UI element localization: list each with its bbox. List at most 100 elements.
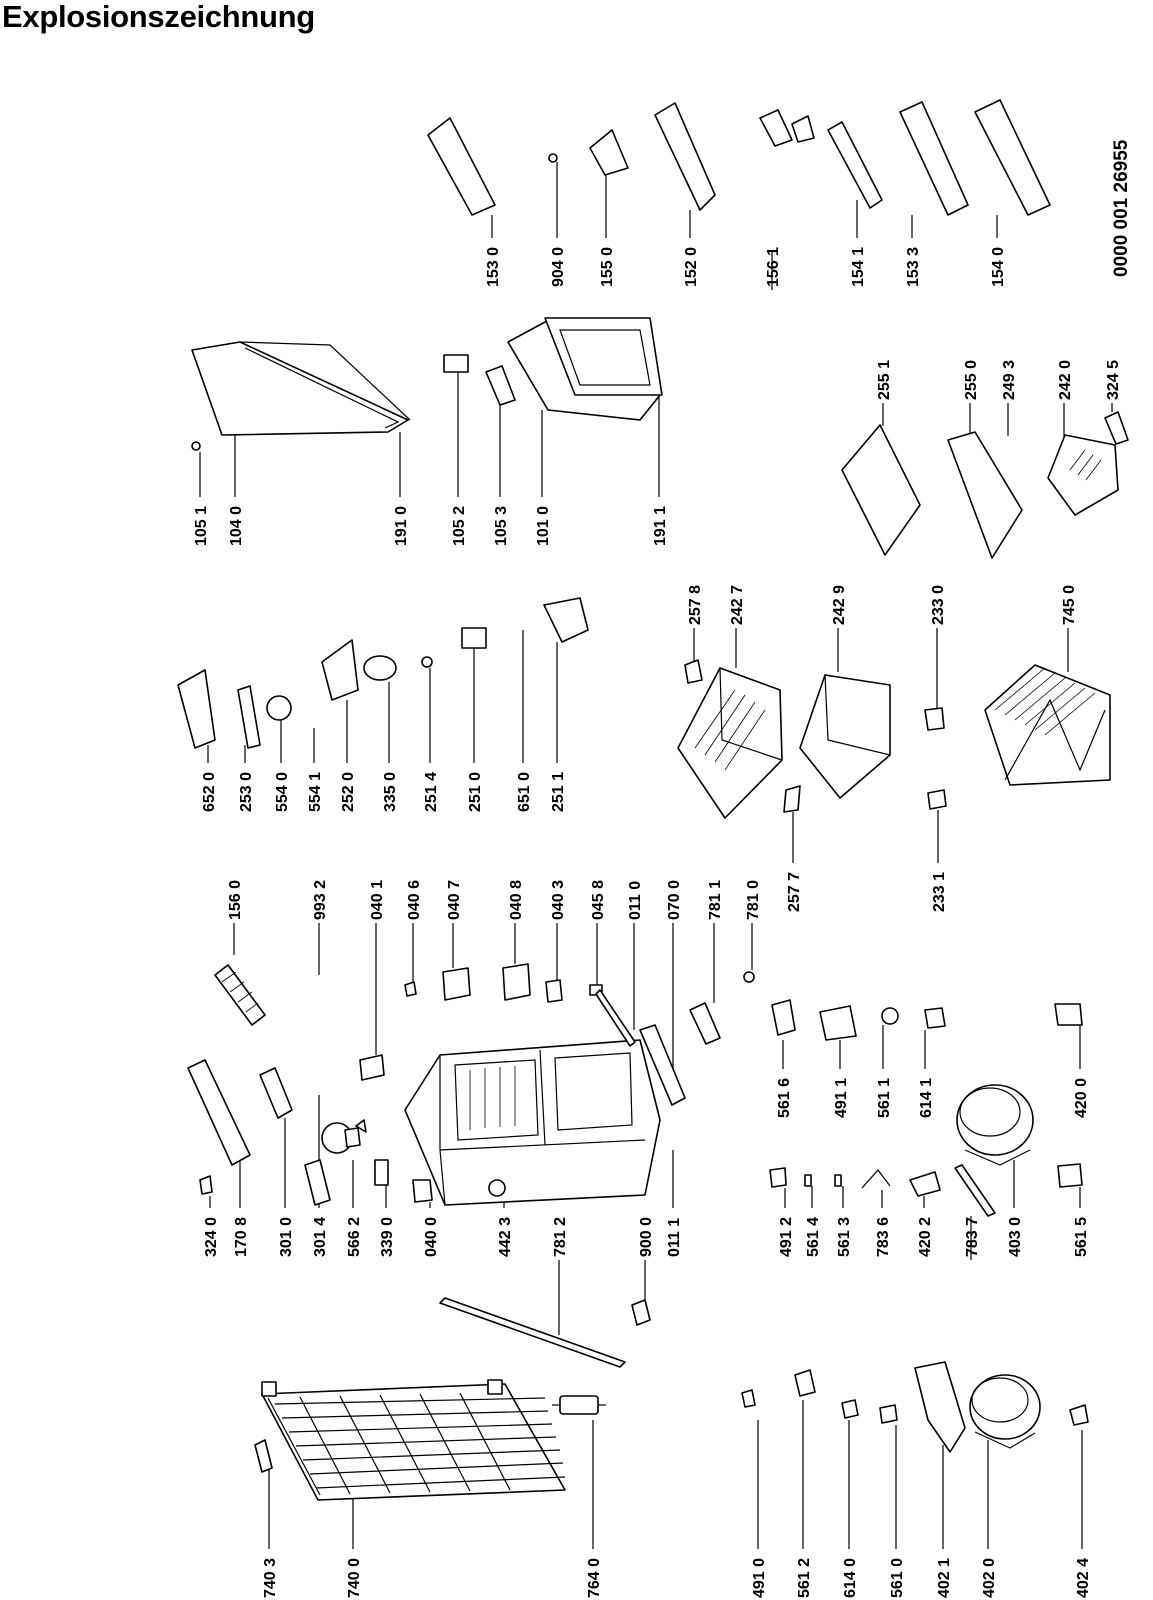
part-label-301-0: 301 0 <box>278 1217 295 1257</box>
part-label-105-1: 105 1 <box>193 506 210 546</box>
wire-shelf-drawing <box>984 664 1111 786</box>
part-label-040-1: 040 1 <box>369 880 386 920</box>
freezer-drawer-bottom-drawing <box>799 674 891 799</box>
part-label-251-0: 251 0 <box>467 772 484 812</box>
part-label-402-0: 402 0 <box>981 1558 998 1598</box>
part-label-153-3: 153 3 <box>905 247 922 287</box>
part-labels: 740 3 740 0 764 0 491 0 561 2 614 0 561 0 402 1… <box>193 247 1122 1598</box>
part-label-561-3: 561 3 <box>836 1217 853 1257</box>
part-label-251-4: 251 4 <box>423 772 440 812</box>
mounting-plate-drawing <box>914 1361 966 1453</box>
part-label-554-0: 554 0 <box>274 772 291 812</box>
small-parts-drawing <box>177 354 1129 1426</box>
part-label-561-6: 561 6 <box>776 1078 793 1118</box>
part-label-040-0: 040 0 <box>423 1217 440 1257</box>
part-label-011-1: 011 1 <box>666 1218 683 1257</box>
crisper-drawing <box>1047 434 1119 516</box>
part-label-242-7: 242 7 <box>729 585 746 625</box>
part-label-554-1: 554 1 <box>307 772 324 812</box>
part-label-740-3: 740 3 <box>262 1558 279 1598</box>
part-label-561-2: 561 2 <box>796 1558 813 1598</box>
part-label-301-4: 301 4 <box>312 1217 329 1257</box>
thermostat-housing-drawing <box>259 1067 293 1119</box>
part-label-420-0: 420 0 <box>1073 1078 1090 1118</box>
part-label-566-2: 566 2 <box>346 1217 363 1257</box>
part-label-491-2: 491 2 <box>778 1217 795 1257</box>
part-label-491-1: 491 1 <box>833 1078 850 1118</box>
part-label-191-1: 191 1 <box>652 506 669 546</box>
part-label-249-3: 249 3 <box>1001 360 1018 400</box>
part-label-252-0: 252 0 <box>340 772 357 812</box>
part-label-652-0: 652 0 <box>201 772 218 812</box>
door-bins-drawing <box>427 99 1051 216</box>
part-label-257-8: 257 8 <box>687 585 704 625</box>
document-number: 0000 001 26955 <box>1111 139 1132 277</box>
part-label-242-0: 242 0 <box>1057 360 1074 400</box>
part-label-442-3: 442 3 <box>497 1217 514 1257</box>
part-label-781-1: 781 1 <box>707 880 724 920</box>
part-label-402-4: 402 4 <box>1075 1558 1092 1598</box>
page-title: Explosionszeichnung <box>2 0 315 34</box>
part-label-740-0: 740 0 <box>346 1558 363 1598</box>
part-label-255-0: 255 0 <box>963 360 980 400</box>
part-label-900-0: 900 0 <box>638 1217 655 1257</box>
part-label-170-8: 170 8 <box>233 1217 250 1257</box>
compressor-402-drawing <box>969 1374 1041 1449</box>
part-label-324-5: 324 5 <box>1105 360 1122 400</box>
part-label-105-2: 105 2 <box>451 506 468 546</box>
part-label-993-2: 993 2 <box>312 880 329 920</box>
part-label-339-0: 339 0 <box>379 1217 396 1257</box>
part-label-040-6: 040 6 <box>406 880 423 920</box>
part-label-156-0: 156 0 <box>227 880 244 920</box>
part-label-233-1: 233 1 <box>931 872 948 912</box>
compressor-403-drawing <box>956 1084 1034 1166</box>
capillary-tube-drawing <box>439 1297 626 1368</box>
part-label-402-1: 402 1 <box>936 1558 953 1598</box>
part-label-561-5: 561 5 <box>1073 1217 1090 1257</box>
part-label-155-0: 155 0 <box>599 247 616 287</box>
part-label-403-0: 403 0 <box>1007 1217 1024 1257</box>
part-label-040-8: 040 8 <box>508 880 525 920</box>
cabinet-drawing <box>404 1039 661 1206</box>
freezer-drawer-top-drawing <box>677 667 783 819</box>
fridge-door-drawing <box>507 317 663 421</box>
part-label-257-7: 257 7 <box>786 872 803 912</box>
part-label-745-0: 745 0 <box>1061 585 1078 625</box>
light-cover-drawing <box>187 1059 251 1166</box>
part-label-233-0: 233 0 <box>930 585 947 625</box>
part-label-152-0: 152 0 <box>683 247 700 287</box>
part-label-764-0: 764 0 <box>586 1558 603 1598</box>
part-label-651-0: 651 0 <box>516 772 533 812</box>
part-label-781-2: 781 2 <box>552 1217 569 1257</box>
part-label-011-0: 011 0 <box>627 881 644 920</box>
part-label-904-0: 904 0 <box>550 247 567 287</box>
part-label-561-4: 561 4 <box>805 1217 822 1257</box>
part-label-040-7: 040 7 <box>446 880 463 920</box>
part-label-561-1: 561 1 <box>876 1078 893 1118</box>
part-label-253-0: 253 0 <box>238 772 255 812</box>
part-label-614-0: 614 0 <box>842 1558 859 1598</box>
part-drawings <box>177 99 1129 1501</box>
part-label-070-0: 070 0 <box>666 880 683 920</box>
part-label-242-9: 242 9 <box>831 585 848 625</box>
condenser-coil-drawing <box>254 1379 566 1501</box>
part-label-335-0: 335 0 <box>382 772 399 812</box>
filter-drier-drawing <box>552 1395 606 1415</box>
part-label-045-8: 045 8 <box>590 880 607 920</box>
part-label-491-0: 491 0 <box>751 1558 768 1598</box>
part-label-614-1: 614 1 <box>918 1078 935 1118</box>
part-label-783-6: 783 6 <box>875 1217 892 1257</box>
part-label-324-0: 324 0 <box>203 1217 220 1257</box>
part-label-153-0: 153 0 <box>485 247 502 287</box>
part-label-104-0: 104 0 <box>228 506 245 546</box>
part-label-420-2: 420 2 <box>917 1217 934 1257</box>
part-label-251-1: 251 1 <box>550 772 567 812</box>
part-label-154-1: 154 1 <box>850 247 867 287</box>
part-label-561-0: 561 0 <box>889 1558 906 1598</box>
part-label-255-1: 255 1 <box>876 360 893 400</box>
leader-lines <box>199 162 1113 1549</box>
part-label-101-0: 101 0 <box>535 506 552 546</box>
part-label-783-7: 783 7 <box>964 1217 981 1257</box>
part-label-040-3: 040 3 <box>550 880 567 920</box>
